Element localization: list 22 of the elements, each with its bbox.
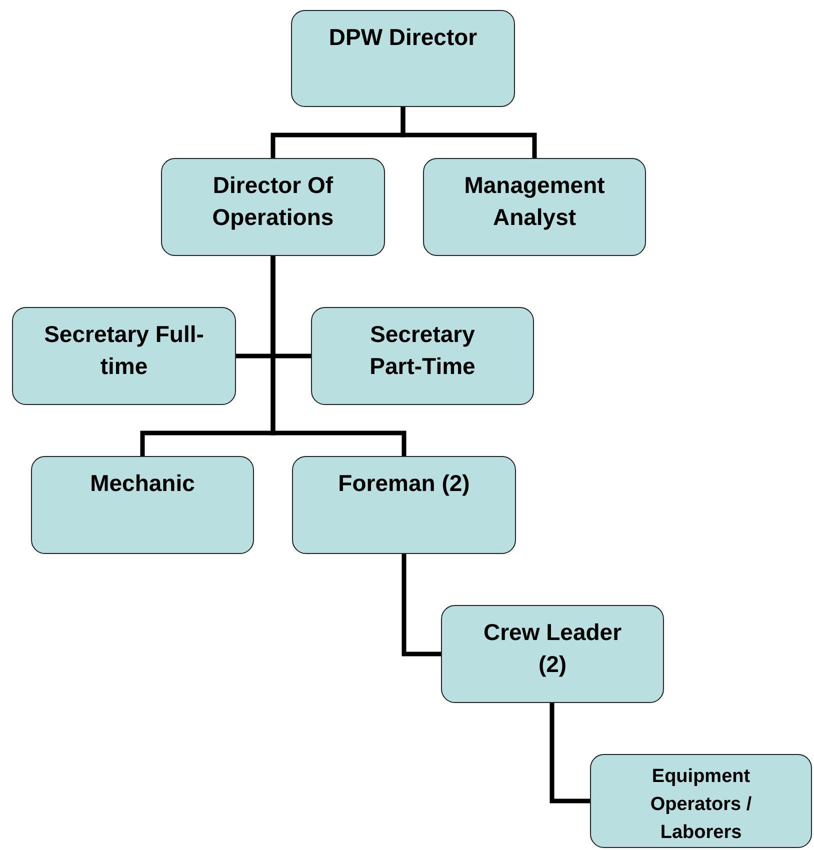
position-box bbox=[590, 754, 812, 848]
position-box bbox=[161, 158, 385, 256]
position-box bbox=[31, 456, 254, 554]
position-box bbox=[423, 158, 646, 256]
connector-line bbox=[550, 703, 590, 804]
position-title: Secretary Part-Time bbox=[368, 320, 476, 381]
connector-line bbox=[270, 256, 406, 456]
position-title: Equipment Operators / Laborers bbox=[649, 765, 753, 845]
position-title: Crew Leader (2) bbox=[482, 618, 623, 679]
position-title: Mechanic bbox=[90, 469, 195, 498]
position-box bbox=[441, 605, 664, 703]
position-title: Management Analyst bbox=[463, 171, 606, 232]
position-box bbox=[12, 307, 236, 405]
connector-line bbox=[400, 107, 537, 158]
position-title: Director Of Operations bbox=[211, 171, 335, 232]
position-title: Foreman (2) bbox=[338, 469, 470, 498]
position-box bbox=[311, 307, 534, 405]
connector-line bbox=[402, 554, 441, 656]
position-box bbox=[291, 10, 515, 107]
position-title: Secretary Full-time bbox=[44, 320, 204, 381]
position-box bbox=[292, 456, 516, 554]
position-title: DPW Director bbox=[328, 23, 478, 52]
